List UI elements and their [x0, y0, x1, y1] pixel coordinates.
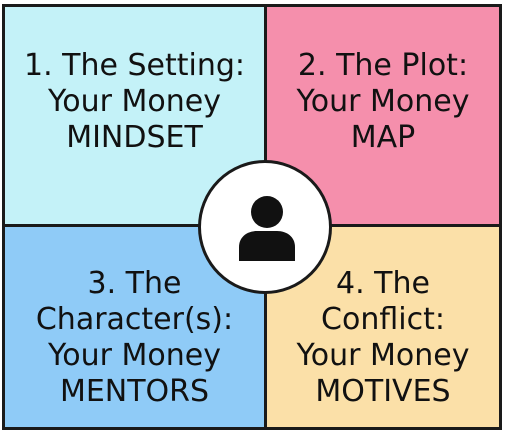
quadrant-plot-line-1: 2. The Plot:	[297, 47, 469, 83]
quadrant-plot-label: 2. The Plot: Your Money MAP	[296, 48, 469, 156]
quadrant-conflict-line-2: Conflict:	[321, 302, 445, 337]
center-circle	[198, 160, 332, 294]
quadrant-conflict-line-4: MOTIVES	[315, 374, 451, 409]
quadrant-characters-line-2: Character(s):	[35, 302, 234, 337]
quadrant-plot: 2. The Plot: Your Money MAP	[264, 4, 502, 227]
quadrant-characters-line-4: MENTORS	[59, 374, 210, 409]
quadrant-setting-line-2: Your Money	[47, 83, 222, 119]
quadrant-setting-line-1: 1. The Setting:	[23, 47, 245, 83]
quadrant-conflict-line-1: 4. The	[336, 266, 430, 301]
quadrant-characters-line-3: Your Money	[47, 338, 222, 373]
quadrant-conflict-label: 4. The Conflict: Your Money MOTIVES	[296, 266, 469, 410]
quadrant-plot-line-2: Your Money	[296, 83, 470, 119]
person-icon	[239, 196, 295, 261]
quadrant-conflict-line-3: Your Money	[296, 338, 470, 373]
quadrant-setting: 1. The Setting: Your Money MINDSET	[2, 4, 267, 227]
quadrant-setting-label: 1. The Setting: Your Money MINDSET	[24, 48, 245, 156]
quadrant-setting-line-3: MINDSET	[66, 119, 203, 155]
quadrant-characters-line-1: 3. The	[87, 266, 182, 301]
quadrant-plot-line-3: MAP	[350, 119, 416, 155]
quadrant-characters-label: 3. The Character(s): Your Money MENTORS	[36, 266, 233, 410]
